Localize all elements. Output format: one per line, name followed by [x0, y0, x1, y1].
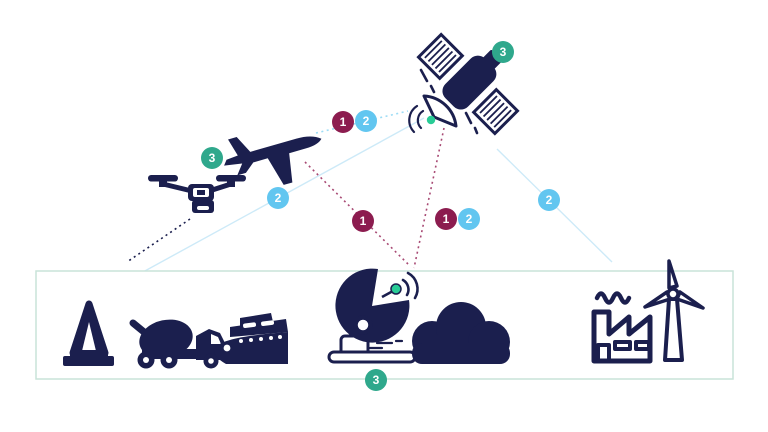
factory-icon: [591, 291, 653, 364]
ground-station-signal-arcs: [401, 271, 419, 300]
factory-smoke: [594, 291, 632, 305]
wind-turbine-icon: [643, 259, 705, 362]
badge-airplane-satellite-1: 1: [332, 111, 354, 133]
satellite-signal-arcs: [408, 104, 425, 134]
badge-drone-3: 3: [201, 147, 223, 169]
badge-satellite-factory-2: 2: [538, 189, 560, 211]
link-airplane-satellite-line: [315, 110, 409, 134]
link-satellite-groundstation-line: [413, 127, 445, 269]
ground-station-feed-dot: [390, 283, 402, 295]
airplane-icon: [224, 136, 322, 185]
badge-airplane-satellite-2: 2: [355, 110, 377, 132]
link-box-drone-line: [126, 218, 191, 263]
satellite-icon: [408, 32, 520, 136]
badge-airplane-groundstation-1: 1: [352, 210, 374, 232]
satellite-dish-feed-dot: [426, 115, 436, 125]
badge-ground-box-3: 3: [365, 369, 387, 391]
badge-satellite-groundstation-1: 1: [435, 208, 457, 230]
cloud-icon: [412, 302, 510, 364]
turbine-hub: [666, 287, 680, 301]
cement-truck-icon: [129, 319, 226, 369]
satellite-dish: [422, 94, 458, 128]
satellite-motion-dashes: [419, 68, 479, 135]
badge-box-satellite-2: 2: [267, 187, 289, 209]
badge-satellite-3: 3: [492, 41, 514, 63]
bridge-pylon-icon: [63, 300, 114, 366]
badge-satellite-groundstation-2: 2: [458, 208, 480, 230]
ground-station-icon: [327, 268, 419, 364]
ship-icon: [214, 313, 288, 364]
drone-icon: [148, 175, 246, 213]
